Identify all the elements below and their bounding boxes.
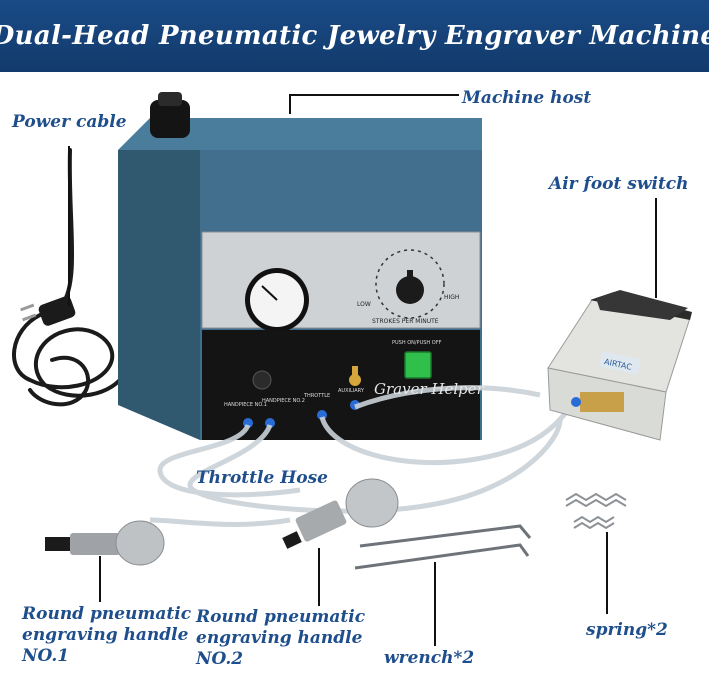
leader-handle-1 bbox=[99, 556, 101, 602]
leader-machine-host bbox=[289, 94, 291, 114]
label-handle-1-line-3: NO.1 bbox=[22, 646, 70, 666]
page-title: Dual-Head Pneumatic Jewelry Engraver Mac… bbox=[0, 21, 709, 51]
brand-label: Graver Helper bbox=[374, 380, 484, 398]
label-spring: spring*2 bbox=[586, 620, 668, 640]
label-handle-2: Round pneumatic engraving handle NO.2 bbox=[196, 607, 365, 670]
springs bbox=[565, 492, 627, 530]
port-label-1: HANDPIECE NO.1 bbox=[224, 402, 267, 408]
port-label-2: HANDPIECE NO.2 bbox=[262, 398, 305, 404]
label-handle-1-line-2: engraving handle bbox=[22, 625, 189, 645]
label-handle-1: Round pneumatic engraving handle NO.1 bbox=[22, 604, 191, 667]
wrenches bbox=[354, 524, 532, 570]
leader-wrench bbox=[434, 562, 436, 646]
label-handle-2-line-1: Round pneumatic bbox=[196, 607, 366, 627]
machine-host bbox=[118, 92, 482, 440]
foot-switch bbox=[547, 290, 692, 441]
switch-label: PUSH ON/PUSH OFF bbox=[392, 340, 442, 346]
label-wrench: wrench*2 bbox=[384, 648, 475, 668]
label-handle-2-line-2: engraving handle bbox=[196, 628, 363, 648]
leader-machine-host-h bbox=[289, 94, 459, 96]
label-machine-host: Machine host bbox=[462, 88, 592, 108]
speed-label: STROKES PER MINUTE bbox=[372, 318, 439, 325]
engraving-handle-1 bbox=[45, 520, 165, 566]
label-handle-1-line-1: Round pneumatic bbox=[22, 604, 192, 624]
leader-power-cable bbox=[68, 146, 70, 306]
label-power-cable: Power cable bbox=[12, 112, 127, 132]
label-handle-2-line-3: NO.2 bbox=[196, 649, 244, 669]
port-label-aux: AUXILIARY bbox=[338, 388, 364, 394]
title-banner: Dual-Head Pneumatic Jewelry Engraver Mac… bbox=[0, 0, 709, 72]
high-label: HIGH bbox=[444, 294, 460, 301]
leader-foot-switch bbox=[655, 198, 657, 298]
leader-handle-2 bbox=[318, 548, 320, 606]
low-label: LOW bbox=[357, 301, 371, 308]
product-illustration bbox=[12, 92, 692, 570]
label-air-foot-switch: Air foot switch bbox=[549, 174, 689, 194]
air-hoses bbox=[149, 385, 574, 527]
label-throttle-hose: Throttle Hose bbox=[196, 468, 328, 488]
leader-spring bbox=[606, 532, 608, 614]
port-label-throttle: THROTTLE bbox=[304, 393, 331, 399]
engraving-handle-2 bbox=[282, 478, 399, 549]
